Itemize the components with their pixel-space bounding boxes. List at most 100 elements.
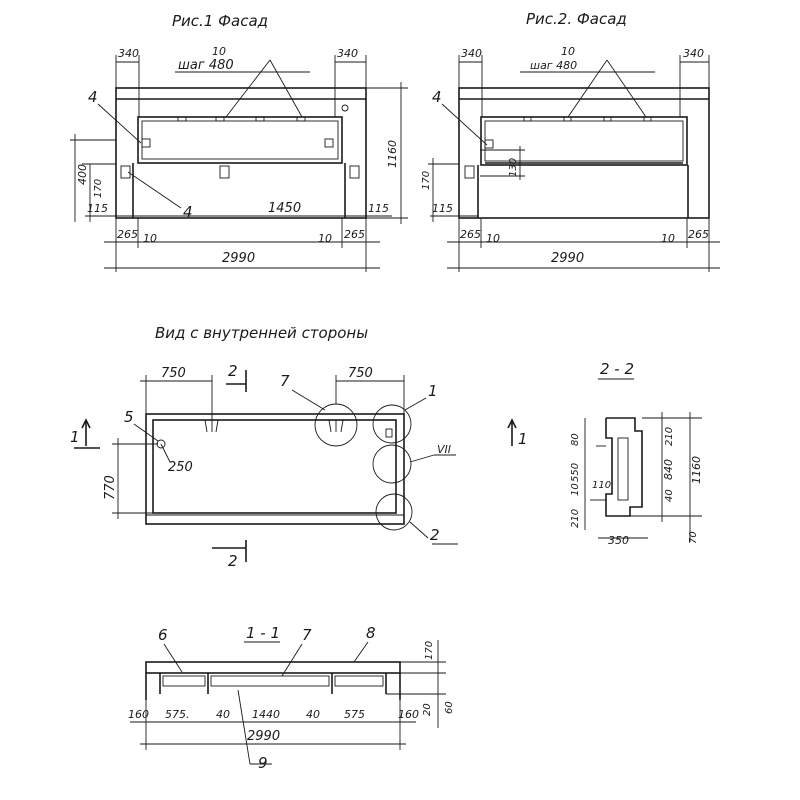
section11-leader-9 — [237, 689, 251, 765]
section-cut-2-bottom — [212, 540, 247, 562]
fig1-dim-115-left: 115 — [87, 202, 108, 215]
figure-1-facade: Рис.1 Фасад — [70, 12, 408, 272]
detail-circle-vii — [372, 444, 412, 484]
fig1-dim-10: 10 — [212, 45, 226, 58]
section11-dim-160-right: 160 — [398, 708, 419, 721]
inner-mark-1: 1 — [428, 382, 438, 400]
fig2-window-opening — [480, 116, 688, 166]
section-cut-2-top — [226, 370, 247, 392]
detail-circle-2 — [375, 493, 413, 531]
section22-dim-350: 350 — [608, 534, 629, 547]
fig2-left-dimensions — [428, 146, 525, 222]
section22-dim-210-left: 210 — [570, 509, 581, 528]
inner-view: Вид с внутренней стороны 750 750 — [70, 324, 528, 570]
fig1-dim-10-left: 10 — [143, 232, 157, 245]
fig2-dim-265-left: 265 — [460, 228, 481, 241]
fig2-mark-4: 4 — [432, 88, 442, 106]
inner-mark-vii: VII — [437, 443, 451, 456]
section11-dim-2990: 2990 — [247, 729, 280, 744]
fig1-dim-2990: 2990 — [222, 251, 255, 266]
fig1-dim-265-left: 265 — [117, 228, 138, 241]
section11-profile — [145, 661, 401, 700]
section22-profile — [590, 417, 643, 517]
inner-section-1-left: 1 — [70, 428, 80, 446]
fig1-lower-mounts — [120, 163, 360, 218]
section11-mark-7: 7 — [302, 626, 312, 644]
fig2-dim-170: 170 — [421, 171, 432, 190]
inner-dim-770: 770 — [103, 475, 118, 500]
section22-dim-70: 70 — [688, 531, 699, 544]
section11-dim-575-left: 575. — [165, 708, 190, 721]
fig2-dim-265-right: 265 — [688, 228, 709, 241]
fig1-dim-340-right: 340 — [337, 47, 358, 60]
inner-leader-250 — [160, 443, 171, 463]
fig1-dim-10-right: 10 — [318, 232, 332, 245]
inner-mark-2: 2 — [430, 526, 440, 544]
section-2-2: 2 - 2 80 550 10 210 110 210 840 40 1160 … — [570, 360, 703, 547]
fig1-window-inner — [141, 120, 339, 160]
inner-dim-750-right: 750 — [348, 366, 373, 381]
section22-dim-40: 40 — [664, 489, 675, 502]
section22-dim-10: 10 — [570, 483, 581, 496]
section-cut-1-right — [507, 418, 517, 446]
fig1-dim-170: 170 — [93, 179, 104, 198]
inner-mark-5: 5 — [124, 408, 134, 426]
inner-section-2-top: 2 — [228, 362, 238, 380]
inner-leader-7 — [291, 389, 326, 411]
inner-dim-750-left: 750 — [161, 366, 186, 381]
figure-2-facade: Рис.2. Фасад 340 340 10 — [421, 10, 720, 272]
fig2-dim-10: 10 — [561, 45, 575, 58]
section11-title: 1 - 1 — [246, 624, 280, 642]
fig1-embedded-parts — [141, 104, 349, 148]
fig2-window-inner — [484, 120, 684, 162]
section11-leader-6 — [163, 643, 183, 673]
inner-leader-1 — [404, 397, 427, 411]
section11-dim-40-left: 40 — [216, 708, 230, 721]
fig2-dim-340-right: 340 — [683, 47, 704, 60]
fig1-panel-outline — [115, 87, 367, 219]
fig2-title: Рис.2. Фасад — [526, 10, 627, 28]
section22-dim-80: 80 — [570, 433, 581, 446]
fig2-dim-step: шаг 480 — [530, 59, 577, 72]
fig2-dim-340-left: 340 — [461, 47, 482, 60]
section-1-1: 1 - 1 6 7 8 160 575. 40 1440 40 575 160 — [128, 624, 455, 772]
fig1-dim-340-left: 340 — [118, 47, 139, 60]
section22-dim-210-top: 210 — [664, 427, 675, 446]
section11-mark-9: 9 — [258, 754, 268, 772]
fig2-dim-10-right: 10 — [661, 232, 675, 245]
section-cut-1-left — [74, 418, 100, 449]
section11-leader-7 — [281, 643, 303, 677]
section11-dim-20: 20 — [422, 703, 433, 716]
fig2-dim-115: 115 — [432, 202, 453, 215]
fig2-dim-10-left: 10 — [486, 232, 500, 245]
fig1-dim-115-right: 115 — [368, 202, 389, 215]
inner-mark-7: 7 — [280, 372, 290, 390]
fig1-title: Рис.1 Фасад — [172, 12, 268, 30]
fig1-leader-4-bottom — [127, 171, 182, 209]
fig1-mark-4-top: 4 — [88, 88, 98, 106]
section11-dim-575-right: 575 — [344, 708, 365, 721]
fig1-window-opening — [137, 116, 343, 164]
section11-dim-40-right: 40 — [306, 708, 320, 721]
fig2-embedded-parts — [464, 116, 689, 218]
section11-leader-8 — [353, 641, 369, 663]
fig2-top-dimensions — [458, 55, 710, 118]
fig2-dim-130: 130 — [508, 158, 519, 177]
section11-dim-60: 60 — [444, 701, 455, 714]
inner-view-opening — [152, 419, 397, 514]
inner-view-title: Вид с внутренней стороны — [155, 324, 368, 342]
section22-title: 2 - 2 — [600, 360, 634, 378]
fig1-mark-4-bottom: 4 — [183, 203, 193, 221]
inner-leader-5 — [133, 423, 159, 442]
section11-mark-8: 8 — [366, 624, 376, 642]
inner-dim-250: 250 — [168, 460, 193, 475]
section22-dim-550: 550 — [570, 463, 581, 482]
inner-section-2-bottom: 2 — [228, 552, 238, 570]
inner-view-outline — [145, 413, 405, 525]
fig1-dim-1160: 1160 — [386, 140, 399, 168]
section11-dim-160-left: 160 — [128, 708, 149, 721]
section11-dim-170: 170 — [424, 641, 435, 660]
section22-dim-1160: 1160 — [690, 456, 703, 484]
fig1-dim-265-right: 265 — [344, 228, 365, 241]
